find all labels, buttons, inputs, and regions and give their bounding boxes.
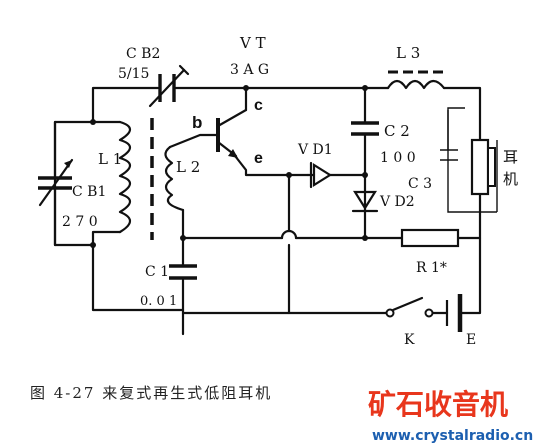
wire-l2-top [168, 133, 220, 149]
wire-battery-right [460, 236, 482, 315]
variable-capacitor-cb1 [38, 120, 74, 247]
label-r1: R 1* [416, 260, 447, 276]
label-b: b [192, 113, 202, 132]
label-l2: L 2 [176, 158, 200, 176]
wire-top-left [91, 86, 160, 124]
label-cb2-value: 5/15 [118, 66, 149, 82]
label-c1: C 1 [145, 264, 169, 280]
label-c3: C 3 [408, 176, 432, 192]
label-earphone: 耳机 [503, 148, 518, 188]
label-vd2: V D2 [379, 194, 415, 210]
watermark-brand: 矿石收音机 [368, 388, 508, 421]
label-e-battery: E [466, 332, 476, 348]
label-cb2: C B2 [126, 46, 160, 62]
label-c2-value: 1 0 0 [380, 150, 416, 166]
label-cb1-value: 2 7 0 [62, 214, 98, 230]
wire-l3-right [442, 86, 482, 142]
trimmer-capacitor-cb2 [148, 64, 190, 108]
label-c1-value: 0. 0 1 [140, 294, 177, 309]
figure-caption: 图 4-27 来复式再生式低阻耳机 [30, 384, 272, 402]
label-l1: L 1 [98, 150, 122, 168]
resistor-r1 [400, 228, 460, 248]
label-c2: C 2 [384, 122, 410, 140]
watermark-url: www.crystalradio.cn [372, 428, 533, 444]
label-c: c [254, 97, 263, 114]
label-vt-type: 3 A G [230, 62, 269, 78]
label-e: e [254, 150, 263, 167]
switch-k [385, 296, 434, 318]
label-l3: L 3 [396, 44, 420, 62]
battery-e [445, 294, 463, 332]
label-cb1: C B1 [72, 184, 106, 200]
junction-dots [90, 85, 368, 248]
inductor-l1 [118, 120, 132, 234]
inductor-l2 [164, 145, 185, 212]
wire-r1-right [456, 192, 482, 240]
capacitor-c2 [351, 121, 379, 136]
wire-top-rail [244, 86, 390, 112]
capacitor-c1 [169, 260, 197, 280]
transistor-vt [216, 108, 248, 158]
diode-vd1 [306, 161, 333, 189]
wire-emitter [230, 150, 310, 177]
label-k: K [404, 332, 415, 348]
diode-vd2 [351, 190, 379, 213]
inductor-l3 [386, 70, 446, 90]
label-vd1: V D1 [297, 142, 333, 158]
label-vt: V T [239, 34, 266, 52]
earphone-box [440, 107, 498, 213]
